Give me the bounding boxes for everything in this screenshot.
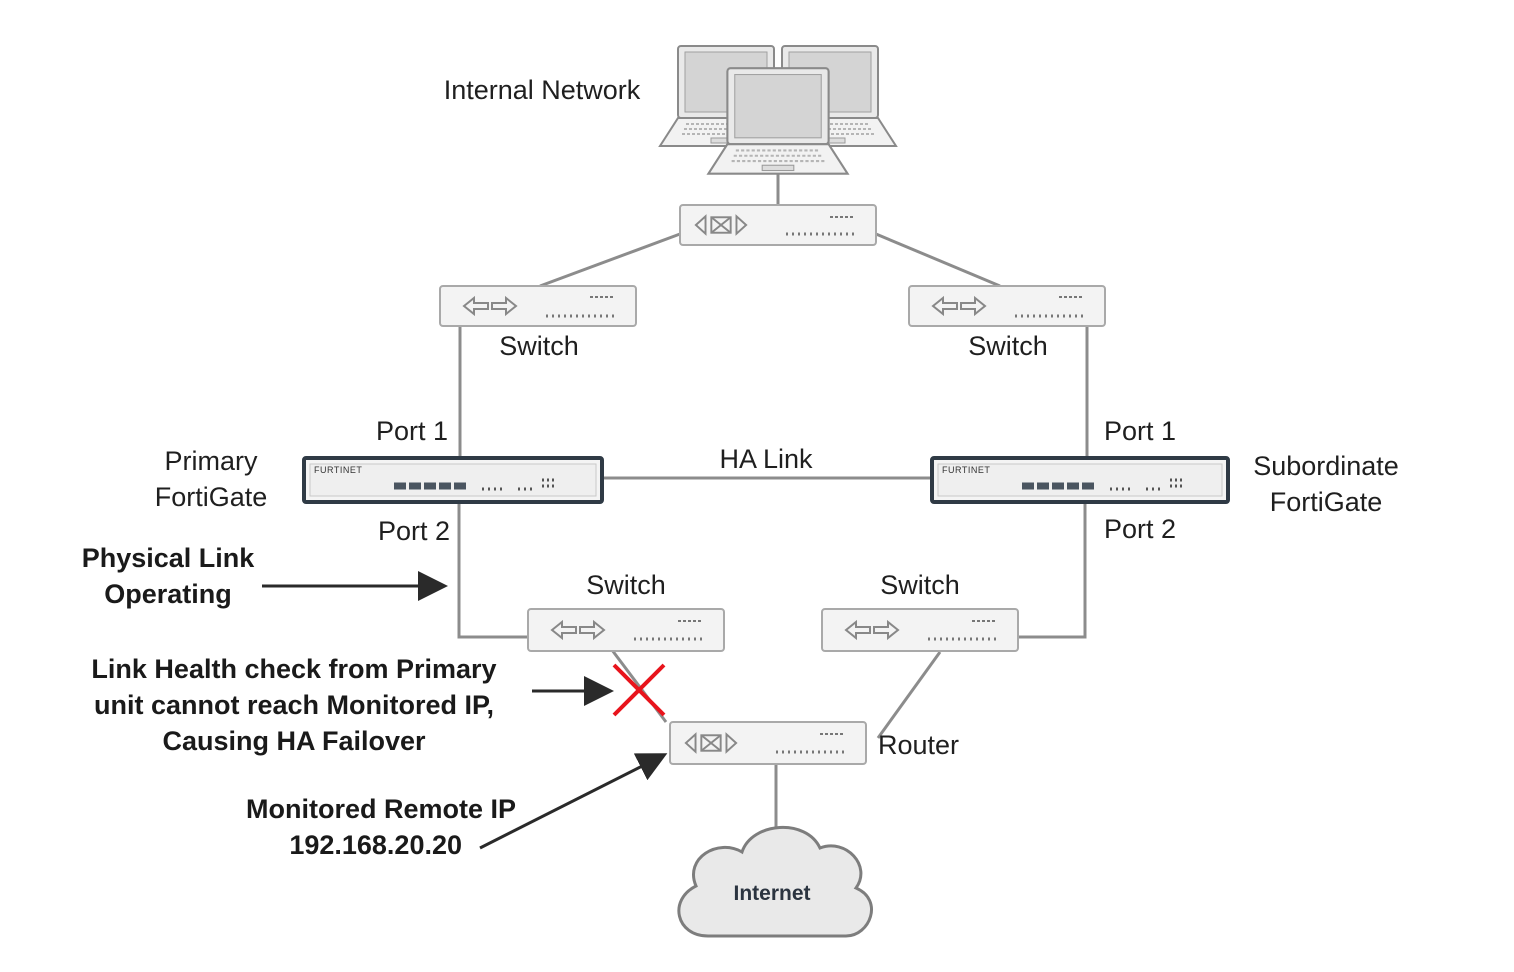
primary-port2-link xyxy=(457,502,528,639)
ha-link-label: HA Link xyxy=(719,444,813,474)
switch-bottom-right[interactable] xyxy=(821,608,1019,652)
router-label: Router xyxy=(878,730,959,760)
cloud-icon xyxy=(677,825,873,938)
right-switch-router-link xyxy=(876,651,942,739)
port2-label: Port 2 xyxy=(1104,514,1176,544)
switch-label: Switch xyxy=(880,570,960,600)
laptop-icon xyxy=(707,67,849,175)
internet-label: Internet xyxy=(733,882,810,905)
subordinate-fortigate[interactable]: FURTINET xyxy=(930,456,1230,504)
primary-label: FortiGate xyxy=(155,482,268,512)
physical-link-annotation: Operating xyxy=(104,579,232,609)
edge-router[interactable] xyxy=(669,721,867,765)
switch-label: Switch xyxy=(968,331,1048,361)
links xyxy=(457,172,1089,828)
subordinate-label: FortiGate xyxy=(1270,487,1383,517)
subordinate-label: Subordinate xyxy=(1253,451,1399,481)
monitored-ip-annotation: Monitored Remote IP xyxy=(246,794,516,824)
port2-label: Port 2 xyxy=(378,516,450,546)
failure-x-icon xyxy=(612,663,666,717)
switch-label: Switch xyxy=(499,331,579,361)
laptop-group xyxy=(659,45,897,175)
subordinate-port2-link xyxy=(1018,502,1087,639)
internal-network-label: Internal Network xyxy=(444,75,641,105)
monitored-ip-annotation: 192.168.20.20 xyxy=(289,830,462,860)
brand-logo: FURTINET xyxy=(942,465,990,475)
port1-label: Port 1 xyxy=(1104,416,1176,446)
primary-fortigate[interactable]: FURTINET xyxy=(302,456,604,504)
core-router[interactable] xyxy=(679,204,877,246)
port1-label: Port 1 xyxy=(376,416,448,446)
internet-cloud[interactable]: Internet xyxy=(677,825,873,938)
annotation-arrows xyxy=(262,571,668,850)
health-check-annotation: Link Health check from Primary xyxy=(91,654,496,684)
monitored-ip-arrow xyxy=(479,753,668,850)
switch-label: Switch xyxy=(586,570,666,600)
brand-logo: FURTINET xyxy=(314,465,362,475)
core-right-switch-link xyxy=(875,232,1001,288)
switch-bottom-left[interactable] xyxy=(527,608,725,652)
physical-link-annotation: Physical Link xyxy=(82,543,256,573)
health-check-annotation: Causing HA Failover xyxy=(162,726,426,756)
switch-top-left[interactable] xyxy=(439,285,637,327)
core-left-switch-link xyxy=(539,232,681,288)
primary-label: Primary xyxy=(165,446,258,476)
health-check-annotation: unit cannot reach Monitored IP, xyxy=(94,690,494,720)
switch-top-right[interactable] xyxy=(908,285,1106,327)
